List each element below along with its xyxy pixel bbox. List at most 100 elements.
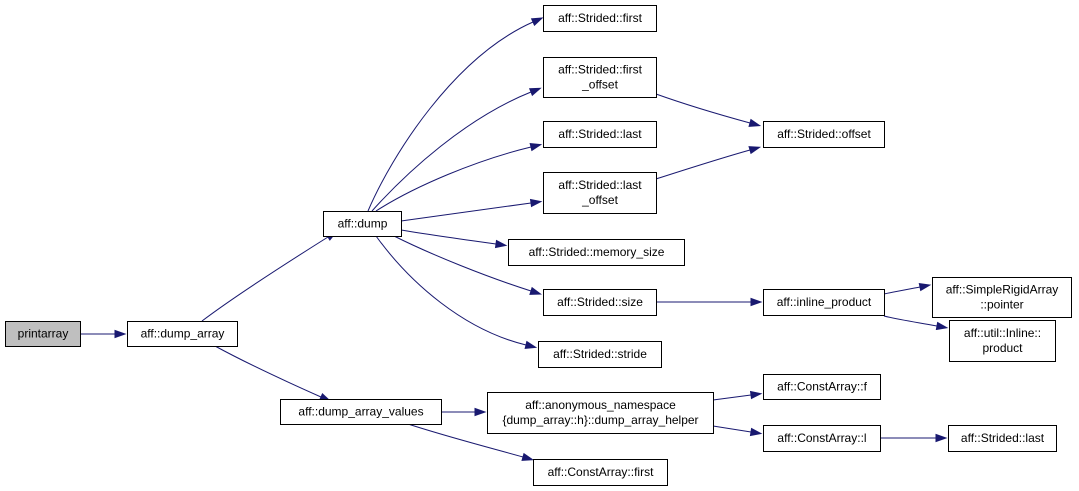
node-s-stride[interactable]: aff::Strided::stride (538, 341, 662, 368)
node-label: aff::Strided::first (558, 63, 642, 77)
edges-layer (80, 17, 949, 461)
edge-line (393, 235, 532, 292)
edge-arrowhead (748, 118, 762, 127)
node-dump[interactable]: aff::dump (323, 211, 402, 237)
edge-arrowhead (749, 427, 763, 437)
node-inline-prod[interactable]: aff::util::Inline::product (949, 320, 1056, 362)
edge-line (400, 229, 497, 245)
node-box (543, 172, 657, 214)
node-box (949, 320, 1056, 362)
edge-helper-to-ca_l (712, 425, 763, 437)
node-s-memory-size[interactable]: aff::Strided::memory_size (508, 239, 685, 266)
edge-arrowhead (530, 17, 544, 27)
node-ca-first[interactable]: aff::ConstArray::first (533, 459, 668, 486)
node-label: aff::util::Inline:: (964, 326, 1041, 340)
edge-arrowhead (474, 407, 487, 417)
node-box (948, 425, 1057, 452)
edge-dump_array_values-to-ca_first (407, 423, 535, 461)
node-label: aff::SimpleRigidArray (946, 283, 1059, 297)
node-label: aff::Strided::last (558, 127, 642, 141)
edge-arrowhead (935, 433, 948, 443)
edge-arrowhead (935, 321, 949, 331)
node-box (763, 425, 881, 452)
edge-ca_l-to-s_last2 (880, 433, 948, 443)
node-box (763, 121, 885, 148)
node-label: aff::Strided::last (558, 178, 642, 192)
edge-line (375, 146, 532, 212)
node-inline-product[interactable]: aff::inline_product (763, 289, 885, 316)
node-box (280, 399, 442, 425)
edge-arrowhead (529, 143, 543, 152)
node-ca-f[interactable]: aff::ConstArray::f (763, 374, 881, 400)
edge-arrowhead (529, 198, 543, 208)
edge-arrowhead (528, 87, 542, 97)
node-box (538, 341, 662, 368)
node-box (543, 5, 657, 32)
node-dump-array[interactable]: aff::dump_array (127, 321, 238, 347)
node-label: aff::Strided::last (961, 431, 1045, 445)
node-s-size[interactable]: aff::Strided::size (543, 289, 657, 316)
edge-inline_product-to-pointer (883, 282, 932, 295)
node-label: aff::anonymous_namespace (525, 398, 676, 412)
edge-line (655, 149, 751, 180)
node-ca-l[interactable]: aff::ConstArray::l (763, 425, 881, 452)
node-printarray: printarray (5, 321, 81, 347)
node-label: _offset (581, 78, 618, 92)
edge-line (712, 425, 752, 433)
nodes-layer: printarray aff::dump_array aff::dumpaff::d… (5, 5, 1072, 486)
edge-arrowhead (521, 452, 535, 461)
edge-line (375, 235, 527, 346)
node-box (543, 289, 657, 316)
edge-arrowhead (918, 282, 932, 292)
node-label: product (982, 341, 1023, 355)
edge-line (407, 423, 524, 458)
edge-dump-to-s_memory_size (400, 229, 508, 249)
node-label: aff::Strided::size (557, 295, 643, 309)
node-label: printarray (18, 327, 69, 341)
node-box (543, 57, 657, 98)
node-pointer[interactable]: aff::SimpleRigidArray::pointer (932, 277, 1072, 318)
node-box (763, 374, 881, 400)
edge-arrowhead (749, 390, 763, 400)
edge-dump-to-s_last_offset (400, 198, 543, 222)
edge-arrowhead (114, 329, 127, 339)
node-label: aff::inline_product (777, 295, 872, 309)
node-box (543, 121, 657, 148)
node-s-last-offset[interactable]: aff::Strided::last_offset (543, 172, 657, 214)
edge-arrowhead (494, 239, 508, 249)
edge-line (883, 286, 921, 295)
edge-dump-to-s_first (367, 17, 544, 212)
node-s-last2[interactable]: aff::Strided::last (948, 425, 1057, 452)
node-label: aff::ConstArray::f (777, 380, 867, 394)
edge-s_size-to-inline_product (656, 297, 763, 307)
node-helper[interactable]: aff::anonymous_namespace{dump_array::h}:… (487, 392, 714, 434)
node-label: aff::Strided::stride (553, 347, 647, 361)
edge-arrowhead (529, 286, 542, 295)
node-label: aff::dump_array (141, 327, 225, 341)
node-s-last[interactable]: aff::Strided::last (543, 121, 657, 148)
edge-dump-to-s_stride (375, 235, 538, 349)
node-dump-array-values[interactable]: aff::dump_array_values (280, 399, 442, 425)
node-s-first-offset[interactable]: aff::Strided::first_offset (543, 57, 657, 98)
edge-arrowhead (750, 297, 763, 307)
edge-line (214, 345, 322, 398)
node-label: aff::ConstArray::l (777, 431, 866, 445)
edge-arrowhead (524, 340, 538, 349)
edge-line (367, 21, 534, 212)
edge-dump_array_values-to-helper (441, 407, 487, 417)
node-box (533, 459, 668, 486)
edge-line (400, 202, 532, 222)
node-label: _offset (581, 193, 618, 207)
edge-dump-to-s_size (393, 235, 542, 295)
edge-dump_array-to-dump_array_values (214, 345, 332, 402)
node-box (323, 211, 402, 237)
node-s-first[interactable]: aff::Strided::first (543, 5, 657, 32)
edge-s_last_offset-to-s_offset (655, 146, 762, 180)
edge-dump-to-s_first_offset (371, 87, 542, 212)
edge-s_first_offset-to-s_offset (655, 93, 762, 127)
node-s-offset[interactable]: aff::Strided::offset (763, 121, 885, 148)
node-box (127, 321, 238, 347)
edge-line (201, 236, 329, 322)
edge-arrowhead (748, 146, 762, 155)
edge-line (371, 91, 532, 212)
